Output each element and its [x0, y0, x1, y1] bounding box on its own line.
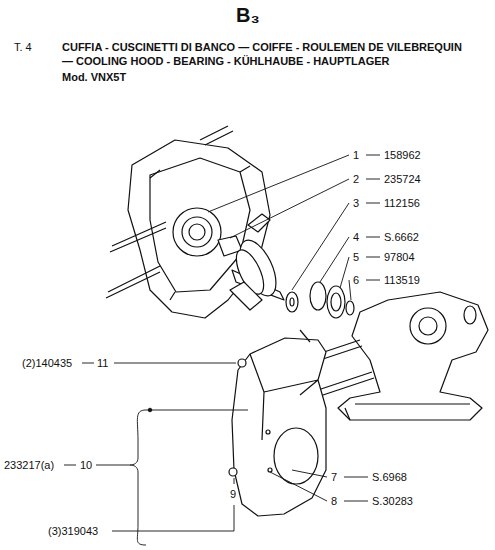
callout-number: 6 — [353, 273, 359, 287]
page-heading: CUFFIA - CUSCINETTI DI BANCO — COIFFE - … — [62, 40, 462, 68]
washer-3 — [286, 292, 298, 312]
callout-number: 11 — [97, 356, 108, 370]
cooling-hood — [232, 338, 326, 516]
callout-number: 2 — [353, 172, 359, 186]
table-number: T. 4 — [14, 40, 32, 54]
part-number: 233217(a) — [4, 458, 54, 472]
callout-number: 5 — [353, 250, 359, 264]
part-number: (2)140435 — [22, 356, 72, 370]
callout-number: 1 — [353, 148, 359, 162]
part-number: 97804 — [384, 250, 415, 264]
ring-4 — [310, 282, 326, 310]
part-number: 112156 — [384, 196, 420, 210]
seal-6 — [346, 301, 354, 315]
part-number: S.30283 — [372, 494, 413, 508]
sheet-code: B₃ — [236, 4, 260, 27]
callout-number: 7 — [331, 470, 337, 484]
callout-number: 8 — [331, 494, 337, 508]
model-name: Mod. VNX5T — [62, 70, 126, 84]
bearing-5 — [327, 286, 345, 318]
callout-number: 4 — [353, 230, 359, 244]
part-number: S.6662 — [384, 230, 419, 244]
part-number: S.6968 — [372, 470, 407, 484]
crankcase-right — [338, 292, 488, 420]
part-number: 158962 — [384, 148, 421, 162]
part-number: (3)319043 — [48, 524, 98, 538]
part-number: 235724 — [384, 172, 421, 186]
part-number: 113519 — [384, 273, 420, 287]
callout-number: 3 — [353, 196, 359, 210]
callout-number: 9 — [230, 487, 236, 501]
callout-number: 10 — [80, 458, 92, 472]
